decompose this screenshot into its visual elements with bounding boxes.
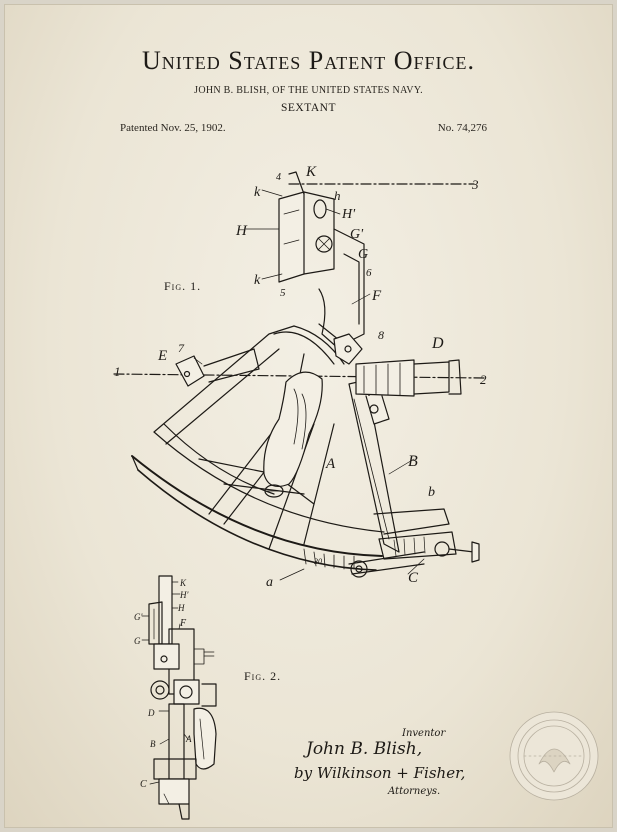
label-k-top: k [254,185,261,200]
fig2-label-H: H [177,603,185,613]
label-3: 3 [471,177,479,192]
horizon-glass-e [175,348,260,387]
inventor-label: Inventor [401,728,446,739]
label-7: 7 [178,341,185,355]
fig2-label-B: B [150,739,156,749]
label-F: F [371,288,382,304]
fig2-label-D: D [147,708,155,718]
label-G: G [358,247,368,262]
patent-drawing: K 4 k h H' H G' G 6 k 5 F 3 8 D E 7 1 2 … [113,164,599,820]
label-k-mid: k [254,273,261,288]
patent-number: No. 74,276 [437,122,487,134]
label-b: b [428,485,435,500]
index-arm [348,379,480,578]
figure-2-leaders [141,581,189,785]
label-4: 4 [276,172,281,183]
label-8: 8 [378,328,384,342]
patent-sheet: United States Patent Office. JOHN B. BLI… [4,4,613,828]
figure-1: K 4 k h H' H G' G 6 k 5 F 3 8 D E 7 1 2 … [113,164,487,590]
label-C: C [408,570,419,586]
figure-2-caption: Fig. 2. [244,669,281,683]
embossed-seal [509,711,599,801]
fig2-label-G: G [134,636,141,646]
figure-2-labels: K H' H G' G F D A B C Fig. 2. [134,578,281,790]
label-6: 6 [366,267,372,279]
label-5: 5 [280,287,286,299]
inventor-signature: John B. Blish, [303,739,422,759]
figure-1-leaders [193,189,425,581]
label-H: H [235,223,248,239]
label-H-prime: H' [341,207,356,222]
label-G-prime: G' [350,227,364,242]
fig2-label-G-prime: G' [134,612,143,622]
label-D: D [431,335,444,352]
sextant-frame [153,325,345,550]
inventor-line: JOHN B. BLISH, OF THE UNITED STATES NAVY… [194,85,423,96]
telescope [355,359,462,425]
patent-date: Patented Nov. 25, 1902. [120,122,226,134]
attorneys-label: Attorneys. [387,786,440,797]
label-a: a [266,575,273,590]
label-h: h [334,188,341,203]
figure-1-labels: K 4 k h H' H G' G 6 k 5 F 3 8 D E 7 1 2 … [114,164,487,590]
fig2-label-F: F [179,618,187,629]
sextant-handle [263,371,323,498]
sextant-arc [131,431,385,571]
fig2-label-H-prime: H' [179,590,189,600]
label-E: E [157,348,167,364]
label-30: 30 [313,557,322,566]
label-K: K [305,164,317,180]
figure-2: K H' H G' G F D A B C Fig. 2. [134,575,281,820]
fig2-label-C: C [140,779,147,790]
fig2-label-K: K [179,578,187,588]
figure-1-caption: Fig. 1. [164,279,201,293]
label-1: 1 [114,364,121,379]
label-B: B [408,453,418,470]
office-heading: United States Patent Office. [141,46,476,75]
fig2-label-A: A [185,734,192,744]
signature-block: Inventor John B. Blish, by Wilkinson + F… [294,728,465,797]
label-2: 2 [480,372,487,387]
index-mirror-assembly [278,171,365,365]
patent-title: SEXTANT [281,102,336,114]
label-A: A [325,456,336,472]
attorneys-signature: by Wilkinson + Fisher, [294,764,465,782]
